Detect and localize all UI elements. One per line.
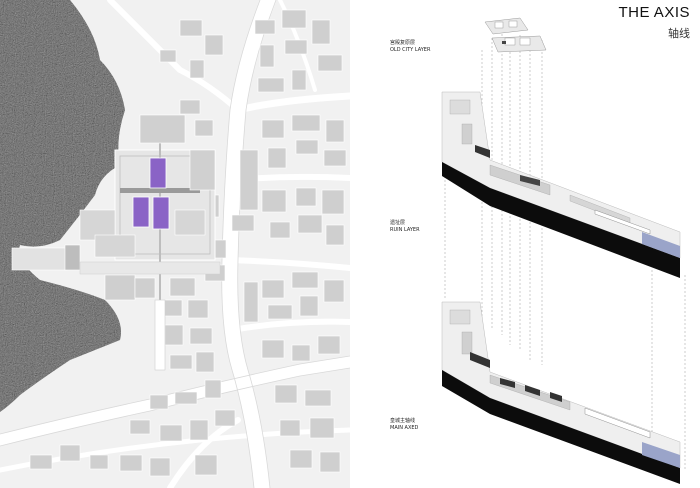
layer-label-cn: 皇城主轴线 bbox=[390, 418, 416, 424]
old-city-layer bbox=[484, 17, 547, 53]
main-axis-slab bbox=[441, 301, 681, 484]
palace-hall-west bbox=[132, 196, 150, 228]
title-block: THE AXIS 轴线 bbox=[618, 4, 690, 41]
layer-label-main-axis: 皇城主轴线 MAIN AXED bbox=[390, 418, 418, 432]
layer-label-cn: 宫殿复原层 bbox=[390, 40, 416, 46]
layer-label-old-city: 宫殿复原层 OLD CITY LAYER bbox=[390, 40, 430, 54]
main-axis-water bbox=[642, 442, 680, 468]
palace-hall-north bbox=[149, 157, 167, 189]
title-en: THE AXIS bbox=[618, 4, 690, 21]
layer-label-en: OLD CITY LAYER bbox=[390, 47, 431, 53]
layer-label-cn: 遗址层 bbox=[390, 220, 406, 226]
layer-label-en: RUIN LAYER bbox=[390, 227, 420, 233]
city-blocks bbox=[29, 9, 347, 477]
layer-label-ruin: 遗址层 RUIN LAYER bbox=[390, 220, 420, 234]
title-cn: 轴线 bbox=[668, 27, 690, 40]
ruin-layer-water bbox=[642, 232, 680, 258]
site-plan bbox=[0, 0, 350, 488]
axonometric-diagram bbox=[350, 0, 700, 488]
layer-label-en: MAIN AXED bbox=[390, 425, 419, 431]
axonometric-drawing bbox=[441, 17, 686, 484]
ruin-layer-slab bbox=[441, 91, 681, 278]
palace-complex bbox=[11, 114, 221, 371]
site-plan-drawing bbox=[0, 0, 350, 488]
palace-hall-east bbox=[152, 196, 170, 230]
